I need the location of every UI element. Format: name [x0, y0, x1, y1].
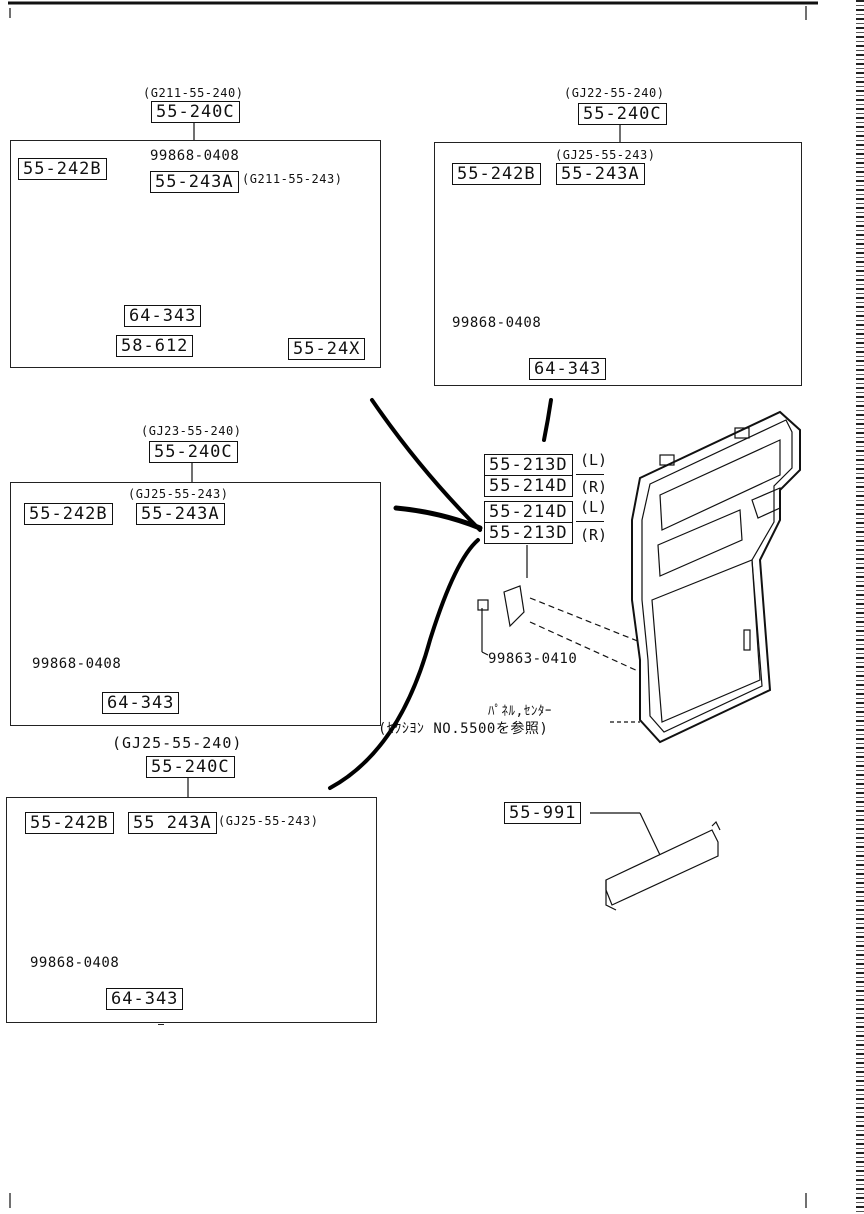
- panel-top-divider: [576, 474, 604, 475]
- box-a-clip: 64-343: [124, 305, 202, 327]
- box-a-screw: 99868-0408: [150, 148, 240, 164]
- box-d-ref-code: (GJ25-55-240): [112, 734, 243, 752]
- panel-screw: 99863-0410: [488, 651, 578, 667]
- box-b-part-243: 55-243A: [556, 163, 645, 185]
- box-d-part-243: 55 243A: [128, 812, 217, 834]
- box-c-part-243-ref: (GJ25-55-243): [128, 487, 229, 501]
- box-c-part-242: 55-242B: [24, 503, 113, 525]
- box-d-part-243-ref: (GJ25-55-243): [218, 814, 319, 828]
- panel-note-line2: (ｾｸｼﾖﾝ NO.5500を参照): [378, 721, 549, 737]
- box-c-clip: 64-343: [102, 692, 180, 714]
- box-a-part-243: 55-243A: [150, 171, 239, 193]
- panel-label-213d-bottom: 55-213D: [484, 522, 573, 544]
- box-b-part-242: 55-242B: [452, 163, 541, 185]
- box-a-part-24x: 55-24X: [288, 338, 366, 360]
- box-b-clip: 64-343: [529, 358, 607, 380]
- panel-top-l: (L): [580, 451, 608, 469]
- panel-top-r: (R): [580, 478, 608, 496]
- box-b-screw: 99868-0408: [452, 315, 542, 331]
- panel-bottom-r: (R): [580, 526, 608, 544]
- box-a-part-242: 55-242B: [18, 158, 107, 180]
- panel-bottom-l: (L): [580, 498, 608, 516]
- box-a-ref-code: (G211-55-240): [143, 86, 244, 100]
- panel-note-line1: ﾊﾟﾈﾙ,ｾﾝﾀｰ: [488, 704, 552, 719]
- box-a-part-243-ref: (G211-55-243): [242, 172, 343, 186]
- box-c-screw: 99868-0408: [32, 656, 122, 672]
- box-a-assembly-label: 55-240C: [151, 101, 240, 123]
- box-d-dash-mark: [158, 1024, 164, 1025]
- bracket-part-label: 55-991: [504, 802, 582, 824]
- box-d-assembly-label: 55-240C: [146, 756, 235, 778]
- box-d-part-242: 55-242B: [25, 812, 114, 834]
- panel-label-213d-top: 55-213D: [484, 454, 573, 475]
- box-c-part-243: 55-243A: [136, 503, 225, 525]
- scan-edge-noise: [856, 0, 864, 1214]
- box-a-part-612: 58-612: [116, 335, 194, 357]
- panel-label-214d-top: 55-214D: [484, 475, 573, 497]
- box-d-frame: [6, 797, 377, 1023]
- panel-bottom-divider: [576, 521, 604, 522]
- box-c-ref-code: (GJ23-55-240): [141, 424, 242, 438]
- box-c-assembly-label: 55-240C: [149, 441, 238, 463]
- box-b-ref-code: (GJ22-55-240): [564, 86, 665, 100]
- box-d-clip: 64-343: [106, 988, 184, 1010]
- box-b-part-243-ref: (GJ25-55-243): [555, 148, 656, 162]
- box-b-assembly-label: 55-240C: [578, 103, 667, 125]
- box-d-screw: 99868-0408: [30, 955, 120, 971]
- panel-label-214d-bottom: 55-214D: [484, 501, 573, 522]
